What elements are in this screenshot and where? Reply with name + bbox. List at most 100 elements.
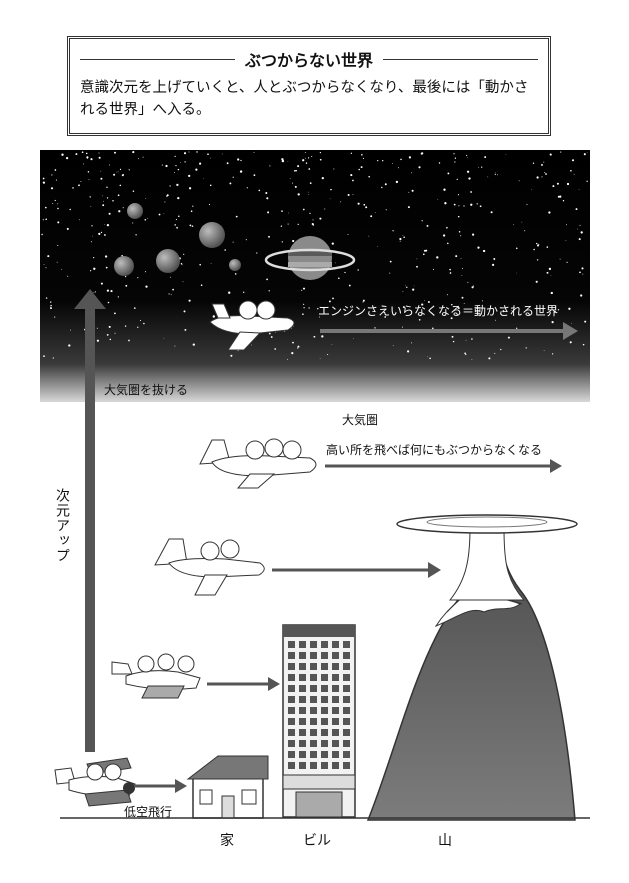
star	[302, 159, 305, 162]
star	[45, 267, 47, 269]
star	[454, 161, 456, 163]
star	[577, 228, 579, 230]
star	[104, 234, 106, 236]
star	[384, 183, 387, 186]
star	[405, 284, 406, 286]
building-window	[299, 696, 306, 703]
star	[424, 300, 426, 301]
star	[100, 170, 102, 172]
building-window	[321, 652, 328, 659]
star	[57, 244, 59, 247]
star	[481, 166, 483, 168]
star	[481, 300, 484, 302]
star	[105, 266, 108, 269]
star	[196, 151, 198, 153]
star	[461, 275, 463, 276]
building-window	[332, 652, 339, 659]
star	[559, 195, 562, 198]
star	[183, 253, 185, 255]
star	[50, 301, 52, 303]
star	[178, 215, 180, 217]
star	[431, 327, 434, 330]
star	[114, 312, 116, 315]
star	[460, 235, 462, 237]
star	[331, 344, 333, 345]
star	[553, 310, 556, 313]
star	[352, 338, 354, 340]
star-field	[41, 151, 588, 360]
star	[551, 353, 554, 355]
star	[365, 206, 368, 209]
star	[544, 172, 546, 174]
star	[96, 327, 98, 329]
star	[307, 191, 309, 193]
star	[121, 254, 123, 257]
star	[500, 348, 502, 351]
star	[90, 241, 92, 243]
star	[158, 213, 161, 216]
building-window	[332, 641, 339, 648]
star	[119, 168, 122, 170]
star	[268, 235, 270, 238]
star	[175, 165, 177, 167]
star	[548, 211, 551, 214]
star	[395, 180, 399, 184]
star	[550, 275, 552, 276]
building	[282, 624, 356, 818]
star	[471, 286, 474, 289]
star	[132, 222, 134, 224]
star	[269, 165, 271, 167]
star	[560, 151, 562, 153]
building-window	[310, 740, 317, 747]
building-window	[310, 762, 317, 769]
plane-space	[209, 300, 295, 351]
star	[406, 286, 408, 288]
star	[536, 242, 538, 245]
star	[333, 168, 335, 170]
star	[421, 303, 424, 306]
star	[192, 205, 194, 207]
building-window	[288, 718, 295, 725]
star	[549, 153, 552, 156]
planet-tiny	[229, 259, 241, 271]
star	[516, 327, 518, 329]
star	[579, 271, 581, 274]
arrow-dimension-up-shaft	[85, 309, 95, 752]
building-window	[310, 685, 317, 692]
star	[578, 188, 580, 190]
star	[253, 151, 255, 153]
arrow-low-head	[175, 779, 187, 793]
building-window	[343, 696, 350, 703]
star	[533, 248, 535, 251]
star	[281, 158, 284, 161]
mountain	[366, 514, 578, 821]
star	[294, 185, 297, 188]
star	[100, 231, 103, 234]
star	[229, 182, 232, 185]
star	[494, 352, 496, 354]
star	[210, 263, 212, 265]
building-window	[310, 707, 317, 714]
building-window	[299, 641, 306, 648]
plane-mid	[154, 538, 265, 596]
star	[44, 206, 47, 209]
star	[117, 296, 119, 298]
title-description: 意識次元を上げていくと、人とぶつからなくなり、最後には「動かされる世界」へ入る。	[80, 80, 529, 118]
star	[116, 171, 117, 173]
star	[488, 357, 491, 360]
building-window	[332, 718, 339, 725]
star	[65, 156, 69, 160]
star	[137, 277, 139, 279]
star	[93, 267, 96, 270]
title-rule-right	[383, 58, 539, 60]
star	[268, 332, 271, 335]
star	[164, 201, 166, 203]
star	[297, 345, 300, 348]
star	[463, 205, 465, 207]
star	[57, 203, 59, 205]
star	[124, 275, 127, 278]
star	[86, 156, 89, 159]
star	[297, 193, 300, 196]
star	[47, 255, 50, 258]
arrow-space-head	[563, 322, 578, 340]
